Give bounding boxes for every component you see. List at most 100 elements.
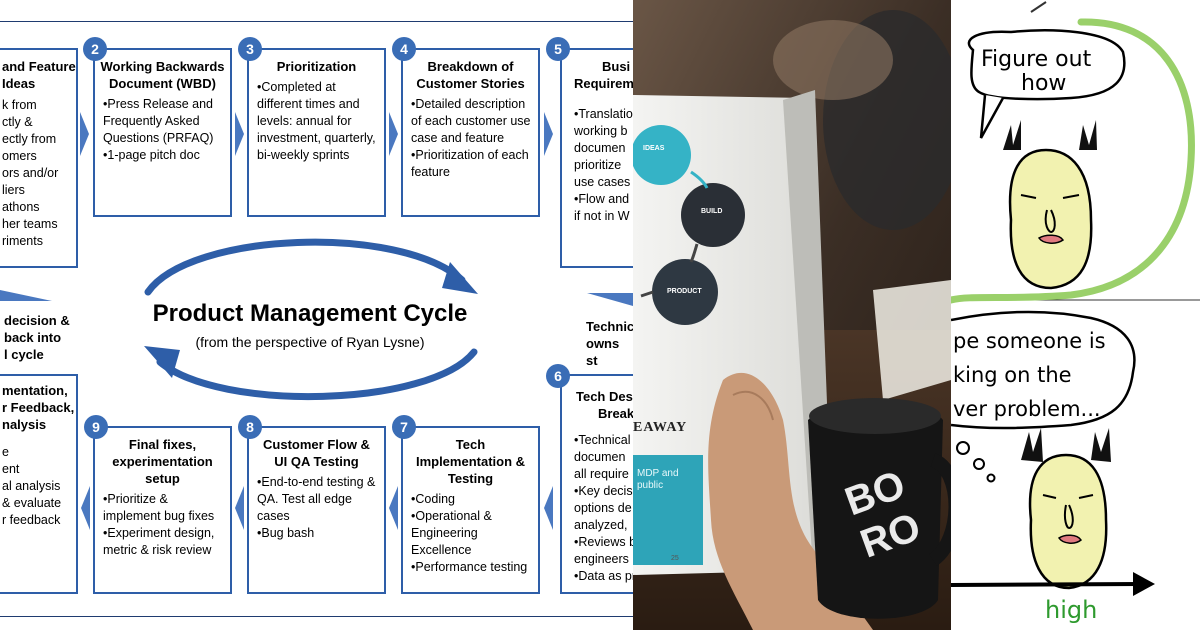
comic-drawing (951, 1, 1200, 596)
step-7-box: Tech Implementation & Testing Coding Ope… (401, 426, 540, 594)
step-5-title-line-2: Requireme (574, 76, 633, 91)
step-10-line: e (2, 445, 9, 459)
step-10-line: ent (2, 462, 20, 476)
step-10-title-line-2: r Feedback, (2, 400, 75, 415)
photo-box-text-1: MDP and (637, 468, 679, 479)
step-5-title-line-1: Busi (602, 59, 631, 74)
step-6-line: documen (574, 450, 626, 464)
chevron-right-icon (544, 112, 553, 156)
step-7-bullet: Performance testing (411, 559, 532, 576)
chevron-right-icon (80, 112, 89, 156)
chevron-right-icon (389, 112, 398, 156)
photo-page-number: 25 (671, 555, 679, 562)
step-5-line: •Flow and (574, 192, 630, 206)
step-1-line: omers (2, 149, 37, 163)
step-1-line: ctly & (2, 115, 33, 129)
step-9-box: Final fixes, experimentation setup Prior… (93, 426, 232, 594)
step-3-title: Prioritization (276, 59, 357, 74)
diagram-title: Product Management Cycle (152, 300, 468, 327)
comic-bubble-2-line-2: king on the (953, 363, 1072, 387)
step-8-bullet: End-to-end testing & QA. Test all edge c… (257, 474, 378, 525)
step-6-box-cut: Tech Desig Breakd •Technical documen all… (560, 374, 633, 594)
step-6-title-line-2: Breakd (598, 406, 633, 421)
step-9-bullet: Prioritize & implement bug fixes (103, 491, 224, 525)
step-9-number: 9 (84, 415, 108, 439)
step-3-box: Prioritization Completed at different ti… (247, 48, 386, 217)
photo-scene (633, 0, 951, 630)
step-5-number: 5 (546, 37, 570, 61)
step-7-number: 7 (392, 415, 416, 439)
step-10-line: al analysis (2, 479, 61, 493)
step-4-box: Breakdown of Customer Stories Detailed d… (401, 48, 540, 217)
step-5-line: if not in W (574, 209, 630, 223)
step-1-title-line-1: and Feature (2, 59, 76, 74)
step-10-line: & evaluate (2, 496, 62, 510)
step-1-line: ectly from (2, 132, 57, 146)
step-6-line: •Reviews b (574, 535, 633, 549)
step-8-box: Customer Flow & UI QA Testing End-to-end… (247, 426, 386, 594)
step-6-line: options de (574, 501, 632, 515)
step-8-number: 8 (238, 415, 262, 439)
diagram-subtitle: (from the perspective of Ryan Lysne) (195, 334, 425, 350)
photo-box-text-2: public (637, 480, 664, 491)
step-5-line: use cases (574, 175, 631, 189)
photo-node-ideas: IDEAS (643, 145, 665, 152)
step-1-title-line-2: Ideas (2, 76, 36, 91)
step-2-number: 2 (83, 37, 107, 61)
comic-panel: Figure out how pe someone is king on the… (951, 0, 1200, 630)
comic-bubble-1-line-2: how (1021, 71, 1067, 96)
step-6-line: all require (574, 467, 629, 481)
step-2-bullet: 1-page pitch doc (103, 147, 224, 164)
comic-bubble-2-line-3: ver problem... (953, 397, 1101, 421)
step-10-title-line-1: mentation, (2, 383, 68, 398)
step-5-line: working b (574, 124, 628, 138)
step-1-line: liers (2, 183, 25, 197)
step-9-title: Final fixes, experimentation setup (112, 437, 213, 486)
chevron-left-icon (235, 486, 244, 530)
step-3-bullet: Completed at different times and levels:… (257, 79, 378, 164)
step-6-number: 6 (546, 364, 570, 388)
step-left-mid-line-3: l cycle (4, 347, 44, 362)
step-4-number: 4 (392, 37, 416, 61)
step-4-bullet: Detailed description of each customer us… (411, 96, 532, 147)
down-arrow-shape-left (0, 290, 52, 301)
step-6-line: analyzed, (574, 518, 628, 532)
step-1-box-cut: and Feature Ideas k from ctly & ectly fr… (0, 48, 78, 268)
step-1-line: her teams (2, 217, 58, 231)
step-7-bullet: Coding (411, 491, 532, 508)
step-1-line: k from (2, 98, 37, 112)
chevron-left-icon (544, 486, 553, 530)
step-1-line: riments (2, 234, 43, 248)
chevron-left-icon (81, 486, 90, 530)
step-6-line: •Key decisi (574, 484, 633, 498)
step-6-title-line-1: Tech Desig (576, 389, 633, 404)
step-5-box-cut: Busi Requireme •Translatio working b doc… (560, 48, 633, 268)
step-7-title: Tech Implementation & Testing (415, 437, 526, 486)
top-divider (0, 21, 633, 22)
step-6-line: •Technical (574, 433, 631, 447)
photo-booklet-heading: EAWAY (633, 420, 688, 435)
chevron-right-icon (235, 112, 244, 156)
step-right-mid-line-2: owns st (586, 336, 620, 368)
bottom-divider (0, 616, 633, 617)
comic-axis-label: high (1045, 596, 1098, 624)
step-6-line: •Data as pr (574, 569, 633, 583)
step-6-line: engineers (574, 552, 629, 566)
step-10-box-cut: mentation, r Feedback, nalysis e ent al … (0, 374, 78, 594)
chevron-left-icon (389, 486, 398, 530)
step-9-bullet: Experiment design, metric & risk review (103, 525, 224, 559)
comic-bubble-1-line-1: Figure out (981, 47, 1092, 72)
photo-node-build: BUILD (701, 208, 723, 215)
step-2-bullet: Press Release and Frequently Asked Quest… (103, 96, 224, 147)
step-right-mid-line-1: Technic (586, 319, 633, 334)
step-left-mid-line-1: decision & (4, 313, 70, 328)
step-1-line: athons (2, 200, 40, 214)
down-arrow-shape-right (587, 293, 633, 306)
step-5-line: documen (574, 141, 626, 155)
step-10-title-line-3: nalysis (2, 417, 47, 432)
step-2-title: Working Backwards Document (WBD) (100, 59, 225, 91)
step-5-line: prioritize (574, 158, 622, 172)
step-left-mid-line-2: back into (4, 330, 62, 345)
step-8-bullet: Bug bash (257, 525, 378, 542)
step-10-line: r feedback (2, 513, 61, 527)
